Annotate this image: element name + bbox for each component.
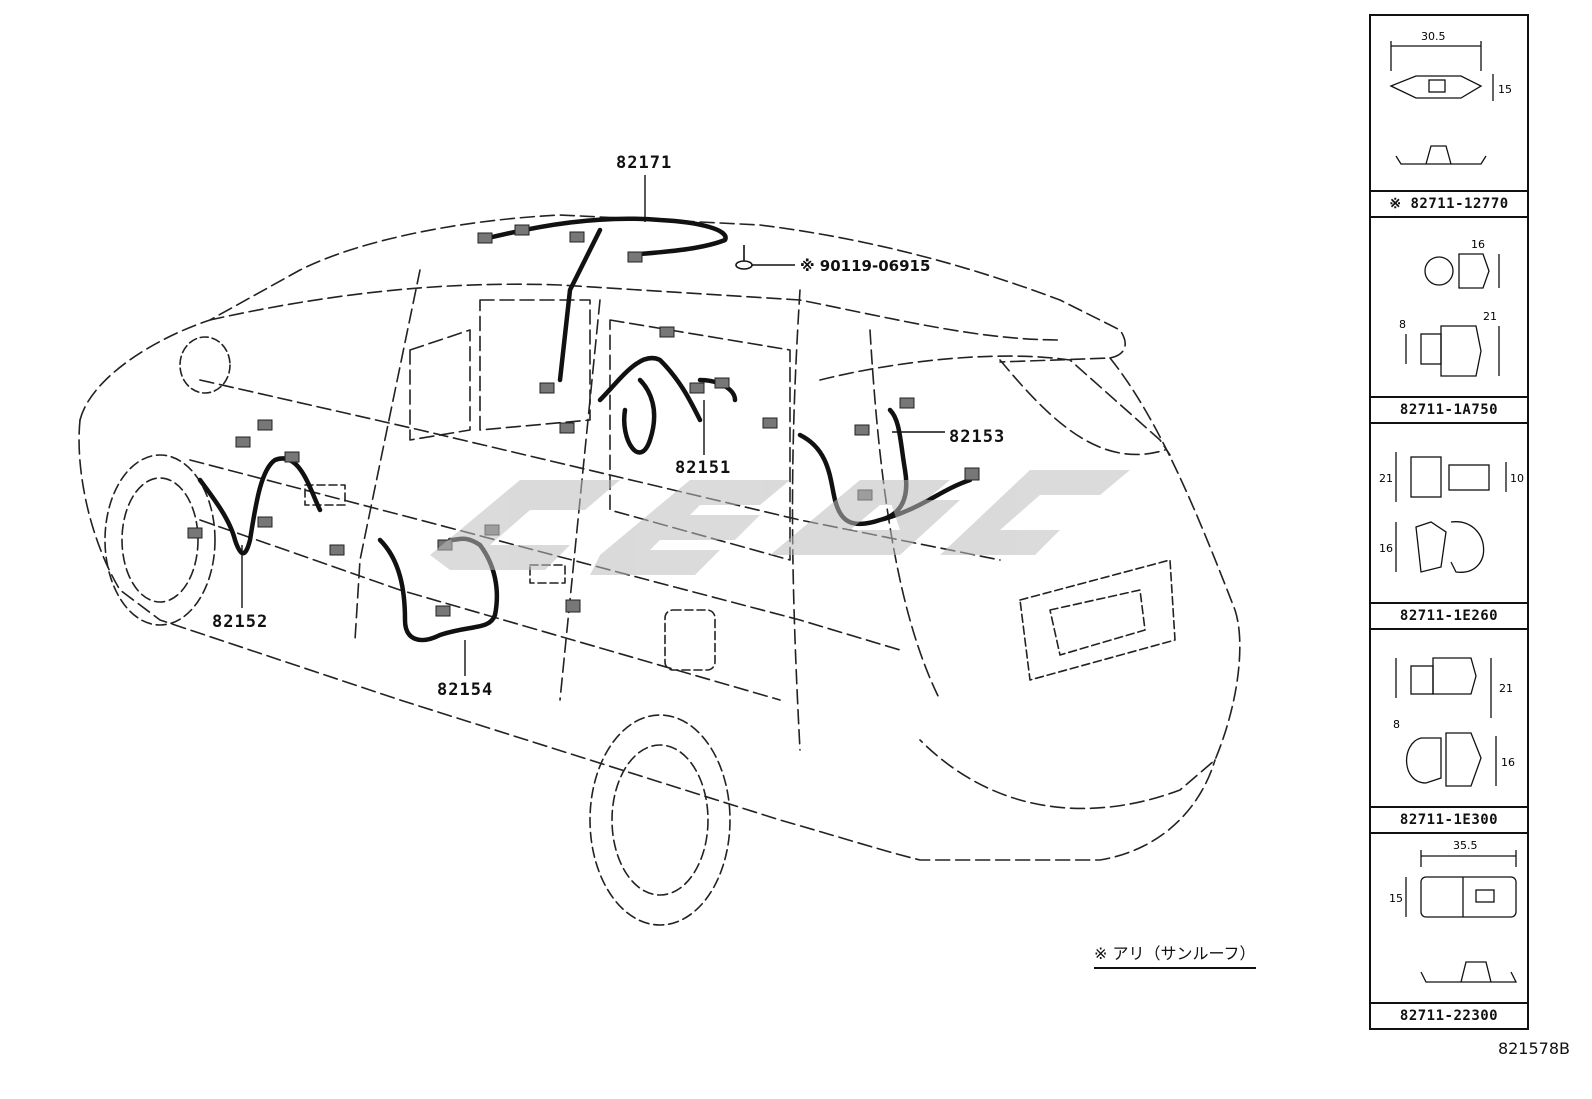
part-label-82153: 82153 [949,427,1006,447]
part-label-82171: 82171 [616,153,673,173]
document-code: 821578B [1497,1039,1570,1058]
harness-82152 [197,456,323,556]
harness-82151 [597,355,738,455]
clip-detail-panel: 30.5 15 ※ 82711-12770 16 21 8 82711-1A75… [1369,14,1529,1030]
clip-drawing-22300: 35.5 15 [1389,839,1518,983]
dim-label: 16 [1501,756,1515,769]
dim-label: 8 [1399,318,1406,331]
dim-label: 21 [1499,682,1513,695]
part-label-82154: 82154 [437,680,494,700]
clip-cell-82711-1A750: 16 21 8 82711-1A750 [1371,216,1527,424]
clip-cell-82711-1E300: 21 8 16 82711-1E300 [1371,628,1527,834]
dim-label: 21 [1379,472,1393,485]
clip-cell-82711-22300: 35.5 15 82711-22300 [1371,832,1527,1028]
dim-label: 16 [1471,238,1485,251]
part-label-82151: 82151 [675,458,732,478]
clip-part-number: 82711-1A750 [1371,396,1527,422]
part-label-82152: 82152 [212,612,269,632]
dim-label: 15 [1498,83,1512,96]
clip-cell-82711-12770: 30.5 15 ※ 82711-12770 [1371,16,1527,218]
bolt-90119-06915 [735,245,795,270]
rear-license-area [179,336,1176,681]
clip-part-number: 82711-1E300 [1371,806,1527,832]
clip-drawing-1E260: 21 10 16 [1379,452,1524,573]
dim-label: 15 [1389,892,1403,905]
watermark-logo [430,470,1130,575]
dim-label: 30.5 [1421,30,1446,43]
rear-wheel [589,714,731,926]
bolt-part-label: ※ 90119-06915 [800,257,931,275]
clip-drawing-12770: 30.5 15 [1389,30,1512,165]
clip-part-number: 82711-1E260 [1371,602,1527,628]
dim-label: 35.5 [1453,839,1478,852]
dim-label: 8 [1393,718,1400,731]
dim-label: 21 [1483,310,1497,323]
clip-drawing-1A750: 16 21 8 [1399,238,1500,377]
front-wheel [104,454,216,626]
clip-part-number: 82711-22300 [1371,1002,1527,1028]
dim-label: 10 [1510,472,1524,485]
sunroof-legend-note: ※ アリ（サンルーフ） [1094,940,1256,969]
clip-drawing-1E300: 21 8 16 [1393,657,1515,787]
wiring-harness-diagram [78,175,1241,926]
clip-cell-82711-1E260: 21 10 16 82711-1E260 [1371,422,1527,630]
vehicle-body-outline [78,214,1241,861]
harness-82171 [477,216,728,383]
clip-part-number: ※ 82711-12770 [1371,190,1527,216]
dim-label: 16 [1379,542,1393,555]
